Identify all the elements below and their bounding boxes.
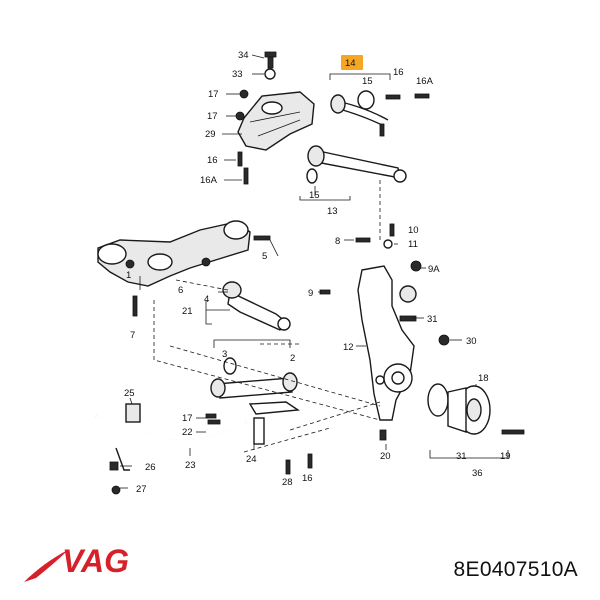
- callout-7: 7: [130, 330, 135, 341]
- nut-20: [379, 429, 387, 441]
- nut-9A: [410, 260, 422, 272]
- subframe: [97, 220, 251, 290]
- callout-14: 14: [345, 58, 356, 69]
- nut-30: [438, 334, 450, 346]
- stabilizer-bar: [95, 403, 247, 471]
- callout-13: 13: [327, 206, 338, 217]
- callout-9: 9: [308, 288, 313, 299]
- wheel-hub: [427, 383, 491, 435]
- callout-23: 23: [185, 460, 196, 471]
- nut-17b: [235, 111, 245, 121]
- callout-18: 18: [478, 373, 489, 384]
- part-number: 8E0407510A: [453, 558, 578, 581]
- callout-11: 11: [408, 239, 418, 250]
- bolt-16A-a: [243, 167, 249, 185]
- washer-11: [383, 239, 393, 249]
- bolt-34: [264, 51, 277, 69]
- callout-labels: 34 33 17 17 29 16 16A 14 15 16 16A 15 13…: [124, 50, 511, 495]
- callout-12: 12: [343, 342, 354, 353]
- bolt-16c: [307, 453, 313, 469]
- vag-logo-text: VAG: [62, 543, 129, 579]
- bolt-19: [501, 429, 525, 435]
- callout-16c: 16: [302, 473, 313, 484]
- highlight-box-14: [341, 55, 363, 70]
- callout-17b: 17: [207, 111, 218, 122]
- callout-36: 36: [472, 468, 483, 479]
- callout-16a: 16: [207, 155, 218, 166]
- callout-6: 6: [178, 285, 183, 296]
- upper-mount-bracket: [237, 91, 315, 151]
- bolt-31: [399, 315, 417, 322]
- callout-26: 26: [145, 462, 156, 473]
- vag-logo-swoosh: [24, 550, 68, 582]
- bolt-8: [355, 237, 371, 243]
- callout-15b: 15: [309, 190, 320, 201]
- callout-28: 28: [282, 477, 293, 488]
- assembly-guide-lines: [153, 180, 381, 453]
- lower-arm-21: [222, 281, 291, 331]
- callout-15a: 15: [362, 76, 373, 87]
- callout-1: 1: [126, 270, 131, 281]
- callout-16A-a: 16A: [200, 175, 218, 186]
- callout-24: 24: [246, 454, 257, 465]
- bolt-5: [253, 235, 271, 241]
- wheel-bearing-housing: [357, 265, 417, 421]
- bolt-10: [389, 223, 395, 237]
- bolt-7: [132, 295, 138, 317]
- callout-17c: 17: [182, 413, 193, 424]
- callout-29: 29: [205, 129, 216, 140]
- bolt-16a: [237, 151, 243, 167]
- upper-link-14: [330, 90, 389, 127]
- callout-4: 4: [204, 294, 209, 305]
- leader-lines: [120, 54, 509, 489]
- callout-21: 21: [182, 306, 193, 317]
- callout-20: 20: [380, 451, 391, 462]
- callout-22: 22: [182, 427, 193, 438]
- washer-33: [264, 68, 276, 80]
- callout-5: 5: [262, 251, 267, 262]
- bolt-28: [285, 459, 291, 475]
- callout-31b: 31: [456, 451, 467, 462]
- bolt-1: [125, 259, 135, 269]
- callout-16b: 16: [393, 67, 404, 78]
- callout-27: 27: [136, 484, 147, 495]
- upper-link-13: [306, 145, 407, 184]
- bolt-17c: [205, 413, 217, 419]
- callout-30: 30: [466, 336, 477, 347]
- callout-8: 8: [335, 236, 340, 247]
- callout-10: 10: [408, 225, 419, 236]
- nut-17a: [239, 89, 249, 99]
- callout-9A: 9A: [428, 264, 440, 275]
- callout-16A-b: 16A: [416, 76, 434, 87]
- lower-arm-3: [210, 357, 301, 415]
- callout-25: 25: [124, 388, 135, 399]
- callout-3: 3: [222, 349, 227, 360]
- nut-6: [201, 257, 211, 267]
- callout-31: 31: [427, 314, 438, 325]
- bolt-22: [207, 419, 221, 425]
- callout-17a: 17: [208, 89, 219, 100]
- callout-34: 34: [238, 50, 249, 61]
- vag-logo: VAG: [24, 543, 129, 582]
- pin-16-top: [379, 123, 385, 137]
- callout-2: 2: [290, 353, 295, 364]
- callout-33: 33: [232, 69, 243, 80]
- callout-19: 19: [500, 451, 511, 462]
- bolt-16A-b: [414, 93, 430, 99]
- clamp-26: [109, 461, 119, 471]
- nut-27: [111, 485, 121, 495]
- bolt-16b: [385, 94, 401, 100]
- link-24: [253, 417, 265, 445]
